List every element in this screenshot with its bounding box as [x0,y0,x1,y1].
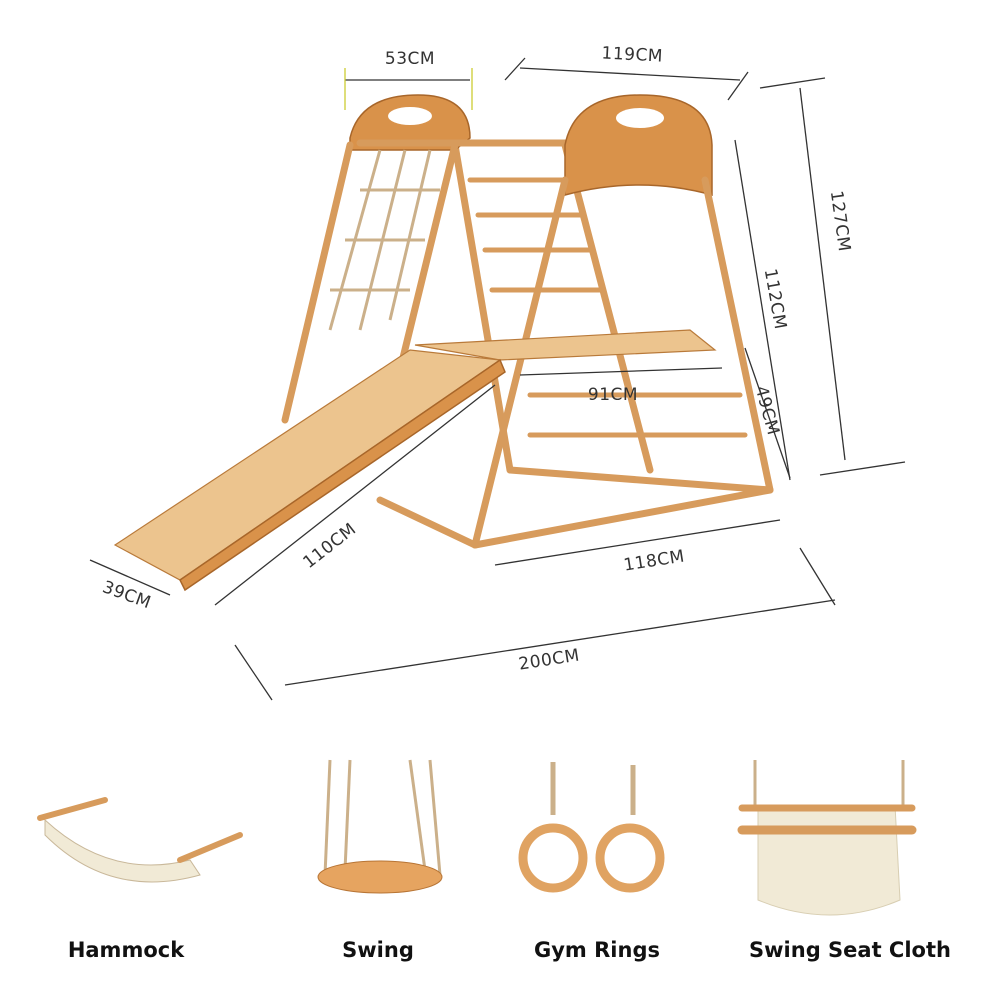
accessory-label-gym-rings: Gym Rings [534,938,660,962]
dim-platform-length: 91CM [588,385,638,405]
gym-rings-image [518,762,665,893]
climbing-frame [113,94,774,592]
dimension-lines [89,57,906,701]
dim-top-width: 53CM [385,49,435,69]
climbing-net [328,149,440,331]
dim-base-length: 118CM [622,546,686,575]
dim-top-length: 119CM [601,43,663,66]
ladder-rungs [467,177,748,438]
accessory-label-hammock: Hammock [67,938,185,962]
dim-total-length: 200CM [517,645,581,674]
dim-slide-length: 110CM [300,519,361,573]
dim-slide-width: 39CM [100,577,154,613]
swing-image [317,759,443,894]
hammock-image [37,797,243,883]
dim-total-height: 127CM [826,189,854,253]
accessory-label-swing: Swing [342,938,414,962]
swing-seat-cloth-image [737,760,917,916]
accessory-label-swing-seat-cloth: Swing Seat Cloth [749,938,951,962]
